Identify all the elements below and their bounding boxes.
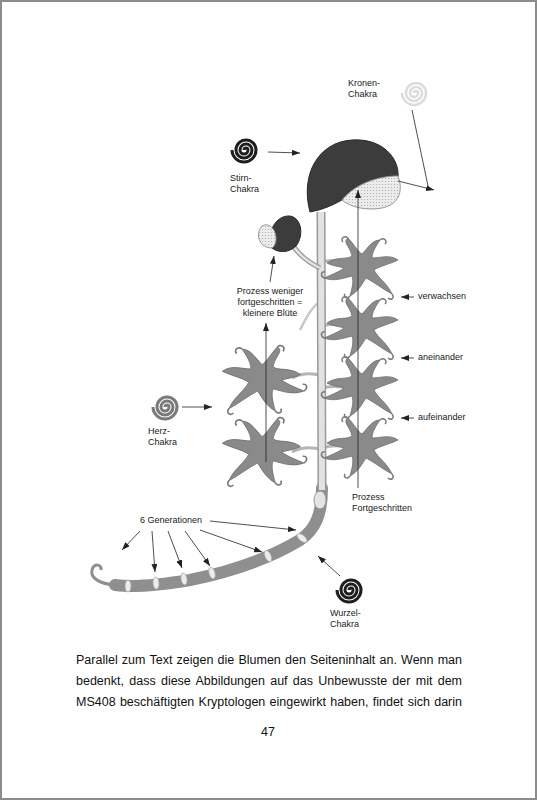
chakra-spiral (337, 580, 361, 602)
page-number: 47 (261, 724, 275, 740)
flower-stalk (294, 247, 320, 268)
chakra-spiral (402, 83, 426, 105)
chakra-label: Herz- Chakra (148, 426, 182, 448)
annotation: Prozess Fortgeschritten (352, 492, 422, 514)
leader-arrow (398, 181, 434, 190)
annotation: verwachsen (418, 291, 466, 302)
leaf (321, 357, 398, 419)
leader-arrow (266, 323, 267, 462)
leader-arrow (270, 256, 274, 282)
leader-arrow (210, 521, 296, 530)
leader-arrow (152, 531, 155, 572)
leader-arrow (358, 190, 359, 488)
leader-arrow (122, 531, 140, 550)
root-ring (208, 566, 217, 579)
leader-arrow (182, 407, 212, 408)
annotation: aneinander (418, 352, 463, 363)
small-flower (258, 216, 300, 252)
leader-arrow (268, 152, 300, 153)
chakra-label: Kronen- Chakra (348, 78, 392, 100)
chakra-label: Wurzel- Chakra (330, 608, 370, 630)
annotation: Prozess weniger fortgeschritten = kleine… (230, 286, 310, 319)
root-ring (180, 573, 188, 586)
leader-lines (122, 110, 434, 576)
chakra-label: Stirn- Chakra (230, 173, 266, 195)
stem-outline (321, 212, 322, 490)
leaf (222, 418, 306, 487)
leader-line (412, 110, 428, 186)
root-tube (115, 488, 322, 586)
root-curl (92, 565, 115, 585)
root-ring (263, 549, 274, 562)
root (92, 488, 326, 592)
leader-arrow (200, 530, 262, 552)
chakra-spiral (153, 397, 177, 419)
leader-arrow (401, 418, 414, 419)
flower-crown (342, 176, 400, 209)
leaf (321, 417, 398, 479)
root-ring (295, 532, 308, 544)
stem (294, 212, 322, 490)
root-ring (152, 577, 159, 589)
leader-arrow (318, 556, 340, 576)
leaf (321, 297, 398, 359)
chakra-spiral (232, 140, 256, 162)
annotation: aufeinander (418, 412, 466, 423)
leaves (222, 237, 398, 486)
crown-flower (307, 140, 400, 212)
root-bulb (314, 491, 326, 509)
leader-arrow (401, 358, 414, 359)
leader-arrow (168, 531, 182, 568)
leader-arrow (185, 531, 210, 566)
body-paragraph: Parallel zum Text zeigen die Blumen den … (76, 650, 462, 713)
flower-crown (258, 225, 276, 248)
stem-core (321, 212, 322, 490)
flower-stalk (294, 247, 320, 268)
leader-arrow (401, 297, 414, 298)
root-ring (125, 580, 131, 592)
leaf (321, 237, 398, 299)
annotation: 6 Generationen (140, 515, 202, 526)
leaf (222, 346, 306, 415)
